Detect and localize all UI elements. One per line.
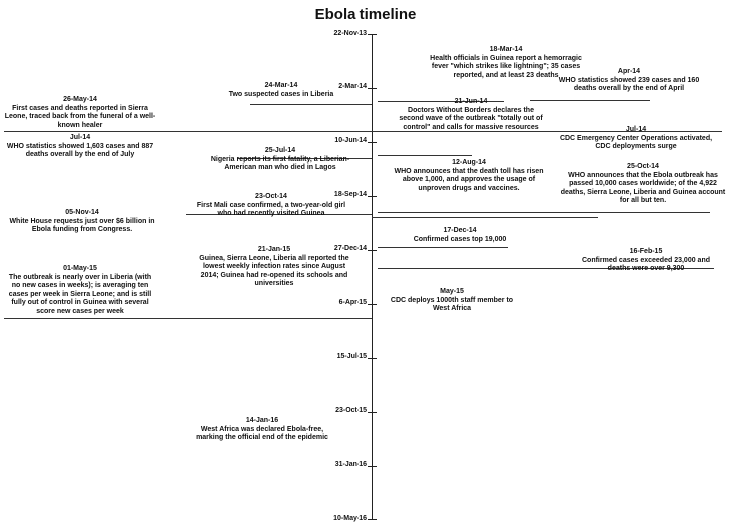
event-date: 12-Aug-14: [452, 159, 486, 166]
event-connector: [530, 100, 650, 101]
axis-tick: [368, 34, 377, 35]
timeline-event: 21-Jan-15 Guinea, Sierra Leone, Liberia …: [196, 246, 352, 289]
timeline-event: 25-Oct-14 WHO announces that the Ebola o…: [560, 163, 726, 206]
event-connector: [238, 158, 372, 159]
event-connector: [378, 155, 472, 156]
event-connector: [372, 217, 598, 218]
axis-tick: [368, 250, 377, 251]
event-text: WHO announces that the death toll has ri…: [394, 167, 544, 192]
chart-title: Ebola timeline: [314, 6, 417, 23]
event-text: Health officials in Guinea report a hemo…: [430, 54, 582, 79]
event-connector: [378, 101, 504, 102]
axis-tick-label: 18-Sep-14: [333, 191, 367, 198]
timeline-event: Apr-14 WHO statistics showed 239 cases a…: [556, 68, 702, 94]
event-connector: [378, 212, 710, 213]
axis-tick-label: 15-Jul-15: [336, 353, 367, 360]
event-text: Nigeria reports its first fatality, a Li…: [210, 155, 350, 172]
event-date: 01-May-15: [63, 265, 97, 272]
timeline-event: 24-Mar-14 Two suspected cases in Liberia: [204, 82, 358, 99]
event-text: West Africa was declared Ebola-free, mar…: [196, 425, 328, 442]
event-connector: [372, 131, 722, 132]
axis-tick-label: 22-Nov-13: [333, 30, 367, 37]
axis-tick-label: 10-Jun-14: [334, 137, 367, 144]
timeline-event: 16-Feb-15 Confirmed cases exceeded 23,00…: [576, 248, 716, 274]
event-text: Guinea, Sierra Leone, Liberia all report…: [199, 254, 349, 288]
event-date: Jul-14: [69, 134, 91, 141]
event-text: First cases and deaths reported in Sierr…: [4, 104, 156, 129]
event-text: Two suspected cases in Liberia: [228, 90, 334, 98]
axis-tick: [368, 304, 377, 305]
event-connector: [250, 104, 372, 105]
event-date: 26-May-14: [63, 96, 97, 103]
event-text: WHO statistics showed 1,603 cases and 88…: [6, 142, 154, 159]
axis-tick: [368, 142, 377, 143]
timeline-event: 01-May-15 The outbreak is nearly over in…: [4, 265, 156, 316]
event-text: Doctors Without Borders declares the sec…: [399, 106, 543, 131]
event-text: Confirmed cases exceeded 23,000 and deat…: [581, 256, 710, 273]
axis-tick-label: 23-Oct-15: [335, 407, 367, 414]
event-text: WHO announces that the Ebola outbreak ha…: [560, 171, 726, 205]
event-date: Jul-14: [625, 126, 647, 133]
event-date: 16-Feb-15: [629, 248, 663, 255]
event-date: 05-Nov-14: [65, 209, 99, 216]
event-date: 25-Jul-14: [264, 147, 296, 154]
event-date: 14-Jan-16: [245, 417, 279, 424]
event-date: May-15: [440, 288, 464, 295]
axis-tick-label: 6-Apr-15: [338, 299, 367, 306]
timeline-event: 21-Jun-14 Doctors Without Borders declar…: [396, 98, 546, 132]
axis-tick-label: 27-Dec-14: [333, 245, 367, 252]
event-date: 24-Mar-14: [264, 82, 298, 89]
event-connector: [378, 268, 714, 269]
event-text: CDC Emergency Center Operations activate…: [559, 134, 713, 151]
event-connector: [4, 318, 372, 319]
timeline-event: 17-Dec-14 Confirmed cases top 19,000: [398, 227, 522, 244]
event-date: 21-Jun-14: [454, 98, 488, 105]
timeline-event: Jul-14 CDC Emergency Center Operations a…: [552, 126, 720, 152]
event-text: WHO statistics showed 239 cases and 160 …: [558, 76, 700, 93]
axis-tick: [368, 466, 377, 467]
event-text: The outbreak is nearly over in Liberia (…: [8, 273, 152, 315]
timeline-event: 14-Jan-16 West Africa was declared Ebola…: [192, 417, 332, 443]
timeline-event: 18-Mar-14 Health officials in Guinea rep…: [428, 46, 584, 80]
axis-tick-label: 10-May-16: [333, 515, 367, 522]
event-text: White House requests just over $6 billio…: [9, 217, 155, 234]
axis-tick-label: 2-Mar-14: [338, 83, 367, 90]
event-date: 21-Jan-15: [257, 246, 291, 253]
timeline-axis: [372, 34, 373, 520]
event-connector: [186, 214, 372, 215]
event-date: 18-Mar-14: [489, 46, 523, 53]
timeline-event: 26-May-14 First cases and deaths reporte…: [4, 96, 156, 130]
event-date: Apr-14: [617, 68, 641, 75]
timeline-event: 05-Nov-14 White House requests just over…: [8, 209, 156, 235]
timeline-event: 23-Oct-14 First Mali case confirmed, a t…: [196, 193, 346, 219]
axis-tick: [368, 358, 377, 359]
event-date: 23-Oct-14: [255, 193, 287, 200]
axis-tick: [368, 412, 377, 413]
timeline-event: 12-Aug-14 WHO announces that the death t…: [394, 159, 544, 193]
axis-tick: [368, 88, 377, 89]
event-text: Confirmed cases top 19,000: [413, 235, 507, 243]
event-text: CDC deploys 1000th staff member to West …: [390, 296, 514, 313]
timeline-event: Jul-14 WHO statistics showed 1,603 cases…: [4, 134, 156, 160]
event-date: 17-Dec-14: [443, 227, 477, 234]
event-text: First Mali case confirmed, a two-year-ol…: [196, 201, 346, 218]
axis-tick: [368, 519, 377, 520]
timeline-event: 25-Jul-14 Nigeria reports its first fata…: [200, 147, 360, 173]
timeline-event: May-15 CDC deploys 1000th staff member t…: [386, 288, 518, 314]
event-date: 25-Oct-14: [627, 163, 659, 170]
event-connector: [378, 247, 508, 248]
axis-tick: [368, 196, 377, 197]
axis-tick-label: 31-Jan-16: [334, 461, 367, 468]
event-connector: [4, 131, 372, 132]
